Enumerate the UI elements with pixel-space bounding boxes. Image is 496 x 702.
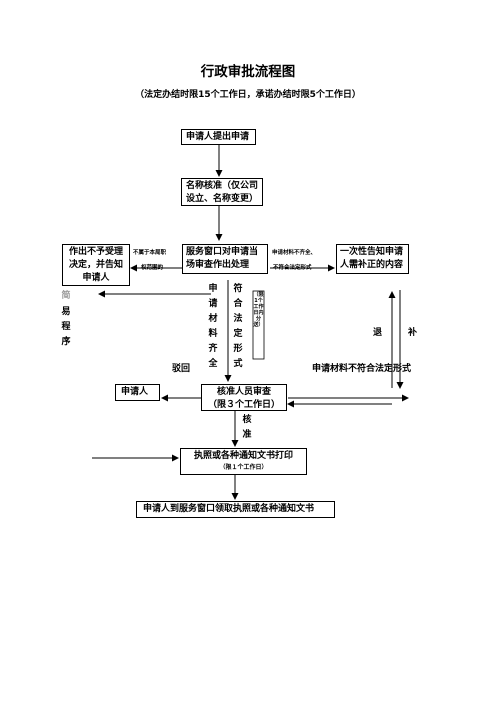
conform-label: 符合法定形式	[233, 284, 243, 369]
name-check-box: 名称核准（仅公司设立、名称变更）	[181, 178, 263, 206]
retreat-label: 退	[373, 328, 383, 338]
not-in-scope-label-2: 权范围的	[141, 265, 164, 271]
page-subtitle: （法定办结时限15个工作日，承诺办结时限5个工作日）	[135, 90, 361, 100]
print-box: 执照或各种通知文书打印 （限１个工作日）	[180, 448, 307, 475]
service-text: 服务窗口对申请当场审查作出处理	[186, 247, 259, 270]
reject-text: 作出不予受理决定，并告知申请人	[68, 247, 123, 283]
complete-label: 申请材料齐全	[208, 284, 218, 369]
approve-text: 核准人员审查	[216, 387, 271, 397]
time-note-label: （限1个工作日内分送）	[253, 292, 264, 328]
collect-box: 申请人到服务窗口领取执照或各种通知文书	[136, 501, 335, 518]
print-limit-text: （限１个工作日）	[219, 464, 268, 471]
approve-limit-text: （限３个工作日）	[207, 400, 280, 410]
apply-text: 申请人提出申请	[186, 132, 250, 142]
service-box: 服务窗口对申请当场审查作出处理	[182, 244, 268, 274]
incomplete-label-1: 申请材料不齐全、	[272, 250, 317, 256]
time-note-frame	[252, 290, 265, 360]
incomplete-label-2: 不符合法定形式	[273, 265, 312, 271]
simple-label: 简	[61, 291, 71, 301]
collect-text: 申请人到服务窗口领取执照或各种通知文书	[143, 504, 315, 514]
applicant-box: 申请人	[115, 384, 160, 401]
print-text: 执照或各种通知文书打印	[193, 451, 293, 461]
approve-box: 核准人员审查 （限３个工作日）	[201, 384, 287, 411]
page-title: 行政审批流程图	[200, 64, 296, 80]
notify-text: 一次性告知申请人需补正的内容	[340, 247, 404, 270]
not-in-scope-label-1: 不属于本局职	[133, 250, 167, 256]
simple-rest-label: 易程序	[61, 307, 71, 347]
nonconform-label: 申请材料不符合法定形式	[312, 364, 412, 374]
apply-box: 申请人提出申请	[181, 129, 256, 145]
supplement-label: 补	[408, 328, 418, 338]
name-check-text: 名称核准（仅公司设立、名称变更）	[186, 181, 259, 204]
return-label: 驳回	[172, 364, 191, 374]
reject-box: 作出不予受理决定，并告知申请人	[62, 244, 130, 286]
approved-label: 核准	[242, 415, 252, 440]
applicant-text: 申请人	[121, 387, 149, 397]
notify-box: 一次性告知申请人需补正的内容	[336, 244, 409, 274]
